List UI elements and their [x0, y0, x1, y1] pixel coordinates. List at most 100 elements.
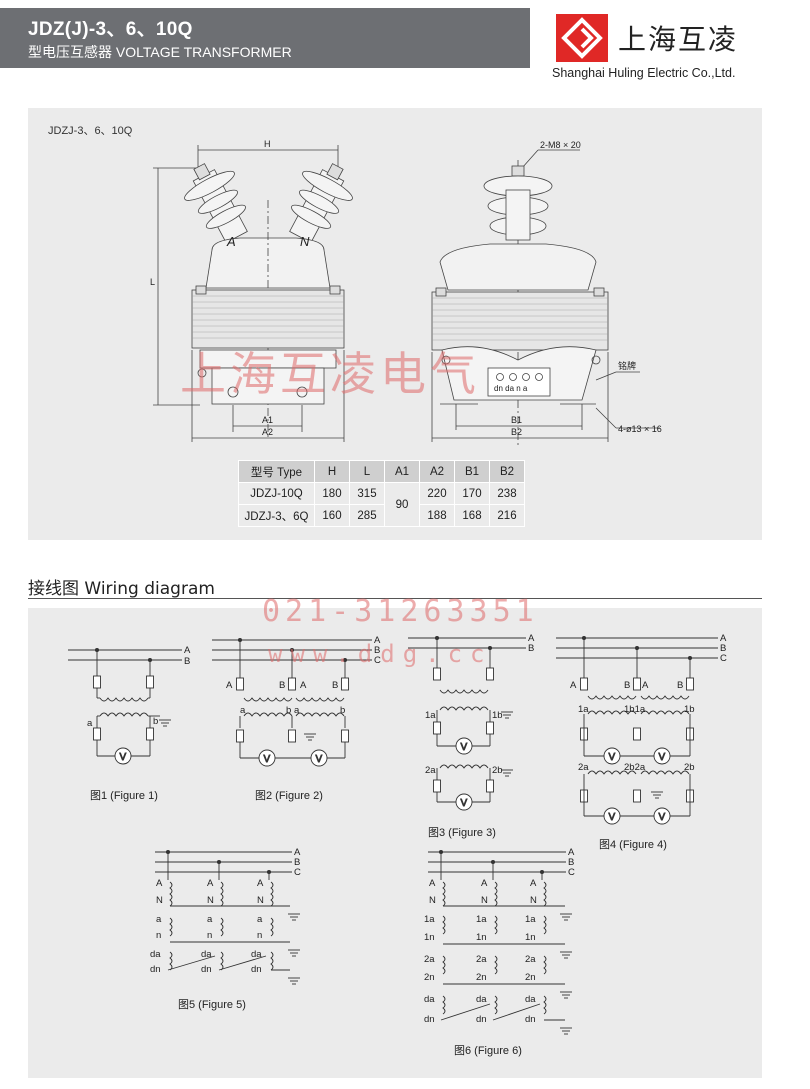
svg-text:A: A [481, 878, 488, 889]
table-cell: 160 [314, 504, 350, 527]
figure-3-caption: 图3 (Figure 3) [428, 827, 496, 839]
spec-table: 型号 Type H L A1 A2 B1 B2 JDZJ-10Q 180 315… [238, 460, 525, 527]
drawing-label: JDZJ-3、6、10Q [48, 125, 133, 137]
section-divider [28, 598, 762, 599]
page-header: JDZ(J)-3、6、10Q 型电压互感器 VOLTAGE TRANSFORME… [0, 0, 810, 90]
table-cell: 188 [419, 504, 455, 527]
svg-text:1a: 1a [424, 914, 435, 925]
svg-text:A: A [184, 645, 191, 656]
product-title: JDZ(J)-3、6、10Q [28, 19, 193, 40]
svg-text:2a: 2a [525, 954, 536, 965]
svg-text:2n: 2n [476, 972, 487, 983]
transformer-drawing: H L A1 A2 B1 B2 2-M8 × 20 铭牌 4-ø13 × 16 … [150, 139, 662, 445]
svg-text:B: B [677, 680, 683, 691]
svg-text:2n: 2n [525, 972, 536, 983]
col-A2: A2 [419, 460, 455, 483]
svg-text:C: C [374, 655, 381, 666]
svg-text:b: b [340, 705, 345, 716]
table-cell: 90 [384, 482, 420, 527]
brand-name-cn: 上海互凌 [618, 23, 739, 56]
svg-text:A: A [530, 878, 537, 889]
svg-text:a: a [294, 705, 300, 716]
svg-text:B: B [332, 680, 338, 691]
dim-A2: A2 [262, 427, 273, 437]
terminal-A-label: A [226, 234, 236, 249]
svg-text:B: B [568, 857, 574, 868]
col-A1: A1 [384, 460, 420, 483]
nameplate-label: 铭牌 [618, 360, 636, 371]
watermark-url: www.ddg.cc [268, 640, 493, 668]
product-subtitle: 型电压互感器 VOLTAGE TRANSFORMER [28, 44, 292, 60]
svg-text:a: a [207, 914, 213, 925]
svg-text:da: da [476, 994, 487, 1005]
svg-text:da: da [424, 994, 435, 1005]
svg-text:dn: dn [201, 964, 212, 975]
svg-text:N: N [481, 895, 488, 906]
svg-text:N: N [429, 895, 436, 906]
table-cell: JDZJ-10Q [238, 482, 315, 505]
svg-text:1a: 1a [476, 914, 487, 925]
svg-text:dn: dn [476, 1014, 487, 1025]
figure-2-caption: 图2 (Figure 2) [255, 790, 323, 802]
col-B1: B1 [454, 460, 490, 483]
svg-text:2n: 2n [424, 972, 435, 983]
svg-text:da: da [150, 949, 161, 960]
svg-text:N: N [156, 895, 163, 906]
svg-text:1b: 1b [684, 704, 695, 715]
figure-5-caption: 图5 (Figure 5) [178, 999, 246, 1011]
svg-text:1n: 1n [424, 932, 435, 943]
brand-name-en: Shanghai Huling Electric Co.,Ltd. [552, 66, 736, 80]
dim-H: H [264, 139, 271, 149]
svg-text:A: A [294, 847, 301, 858]
svg-text:dn: dn [424, 1014, 435, 1025]
svg-text:2a: 2a [425, 765, 436, 776]
svg-text:N: N [530, 895, 537, 906]
svg-text:2b2a: 2b2a [624, 762, 646, 773]
table-cell: 180 [314, 482, 350, 505]
svg-text:a: a [240, 705, 246, 716]
bolt-spec: 2-M8 × 20 [540, 140, 581, 150]
svg-text:2a: 2a [578, 762, 589, 773]
table-row: JDZJ-3、6Q 160 285 188 168 216 [238, 504, 525, 527]
brand-logo-icon [556, 14, 608, 62]
wiring-section-title: 接线图 Wiring diagram [28, 579, 215, 599]
svg-text:1n: 1n [476, 932, 487, 943]
svg-text:N: N [207, 895, 214, 906]
svg-text:n: n [156, 930, 161, 941]
svg-text:B: B [294, 857, 300, 868]
svg-text:A: A [300, 680, 307, 691]
svg-text:1b1a: 1b1a [624, 704, 646, 715]
col-H: H [314, 460, 350, 483]
svg-text:1a: 1a [425, 710, 436, 721]
watermark-phone: 021-31263351 [262, 594, 539, 629]
svg-text:B: B [374, 645, 380, 656]
svg-text:B: B [624, 680, 630, 691]
figure-1-caption: 图1 (Figure 1) [90, 790, 158, 802]
table-cell: 315 [349, 482, 385, 505]
svg-text:A: A [207, 878, 214, 889]
svg-text:1n: 1n [525, 932, 536, 943]
svg-text:A: A [156, 878, 163, 889]
svg-text:A: A [226, 680, 233, 691]
table-row: JDZJ-10Q 180 315 90 220 170 238 [238, 482, 525, 527]
svg-text:1a: 1a [525, 914, 536, 925]
svg-text:A: A [568, 847, 575, 858]
svg-text:da: da [251, 949, 262, 960]
dim-A1: A1 [262, 415, 273, 425]
svg-text:A: A [257, 878, 264, 889]
table-cell: 168 [454, 504, 490, 527]
svg-text:dn: dn [150, 964, 161, 975]
svg-text:C: C [568, 867, 575, 878]
svg-text:da: da [201, 949, 212, 960]
wiring-diagrams: V [68, 633, 727, 1035]
table-cell: 216 [489, 504, 525, 527]
dim-L: L [150, 277, 155, 287]
svg-text:A: A [528, 633, 535, 644]
svg-text:B: B [528, 643, 534, 654]
svg-text:a: a [87, 718, 93, 729]
svg-text:a: a [257, 914, 263, 925]
svg-text:b: b [286, 705, 291, 716]
svg-text:2b: 2b [492, 765, 503, 776]
col-L: L [349, 460, 385, 483]
svg-text:n: n [207, 930, 212, 941]
